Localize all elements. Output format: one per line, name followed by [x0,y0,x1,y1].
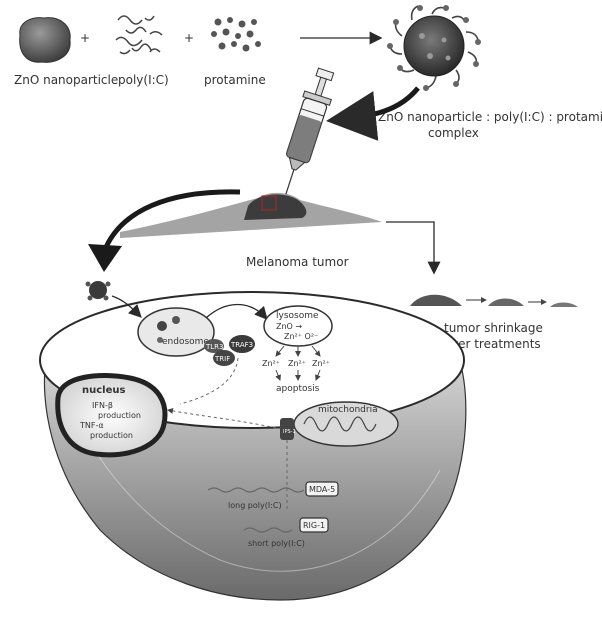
zno-nanoparticle-icon [19,17,71,63]
rig1-box [299,517,329,533]
nucleus-label: nucleus [82,385,125,396]
complex-label-line1: ZnO nanoparticle : poly(I:C) : protamine [378,110,602,124]
ifn-line2: production [98,411,141,420]
dashed-traf3-to-nucleus [179,357,239,405]
nucleus-icon [55,373,168,458]
tnf-line2: production [90,431,133,440]
zno-label: ZnO nanoparticle [14,73,118,87]
tnf-line1: TNF-α [79,421,104,430]
arrow-tumor-to-shrinkage [386,221,441,275]
mda5-box [305,481,339,497]
complex-entering-icon [85,281,111,301]
endosome-label: endosome [162,337,209,347]
melanoma-tumor-icon [120,192,382,238]
endosome-icon [137,307,215,357]
syringe-icon [285,67,335,195]
complex-particle-icon [387,5,481,91]
arrow-endosome-to-lysosome [205,304,268,320]
shrinkage-label-line1: tumor shrinkage [444,321,543,335]
reaction-line1: ZnO → [276,322,302,331]
injection-site-marker [261,195,277,211]
zinc-release-arrows [275,345,321,357]
reaction-line2: Zn²⁺ O²⁻ [284,332,318,341]
apoptosis-label: apoptosis [276,384,320,394]
tlr3-label: TLR3 [205,343,224,351]
arrow-tumor-to-cell [101,189,241,253]
mito-label: mitochondria [318,405,378,415]
protamine-label: protamine [204,73,266,87]
plus-sign-1: + [80,31,90,45]
polyic-label: poly(I:C) [118,73,169,87]
zn-ion-2: Zn²⁺ [288,359,306,368]
complex-label-line2: complex [428,126,479,140]
zn-ion-3: Zn²⁺ [312,359,330,368]
arrow-tumor-to-cell-head [88,244,122,272]
arrow-complex-to-syringe [326,86,420,141]
traf3-blob [229,335,255,353]
plus-sign-2: + [184,31,194,45]
dashed-ips1-to-nucleus [167,407,277,429]
tumor-shrinkage-icon [410,294,578,307]
trif-label: TRIF [214,355,230,363]
traf3-label: TRAF3 [230,341,253,349]
short-polyic-strand [243,527,293,533]
zn-ion-1: Zn²⁺ [262,359,280,368]
mda5-label: MDA-5 [309,485,335,494]
ips1-box [280,418,294,440]
lysosome-label: lysosome [276,311,319,321]
rig1-label: RIG-1 [303,521,325,530]
trif-blob [213,350,235,366]
ifn-line1: IFN-β [92,401,113,410]
polyic-strands-icon [115,15,163,55]
tumor-label: Melanoma tumor [246,255,349,269]
apoptosis-arrows [275,369,321,381]
long-polyic-strand [207,487,305,493]
tlr3-blob [204,339,224,353]
arrow-complex-into-cell [111,295,142,318]
shrinkage-label-line2: after treatments [442,337,541,351]
short-polyic-label: short poly(I:C) [248,539,305,548]
protamine-dots-icon [211,17,261,52]
long-polyic-label: long poly(I:C) [228,501,282,510]
ips1-label: IPS-1 [283,429,296,435]
